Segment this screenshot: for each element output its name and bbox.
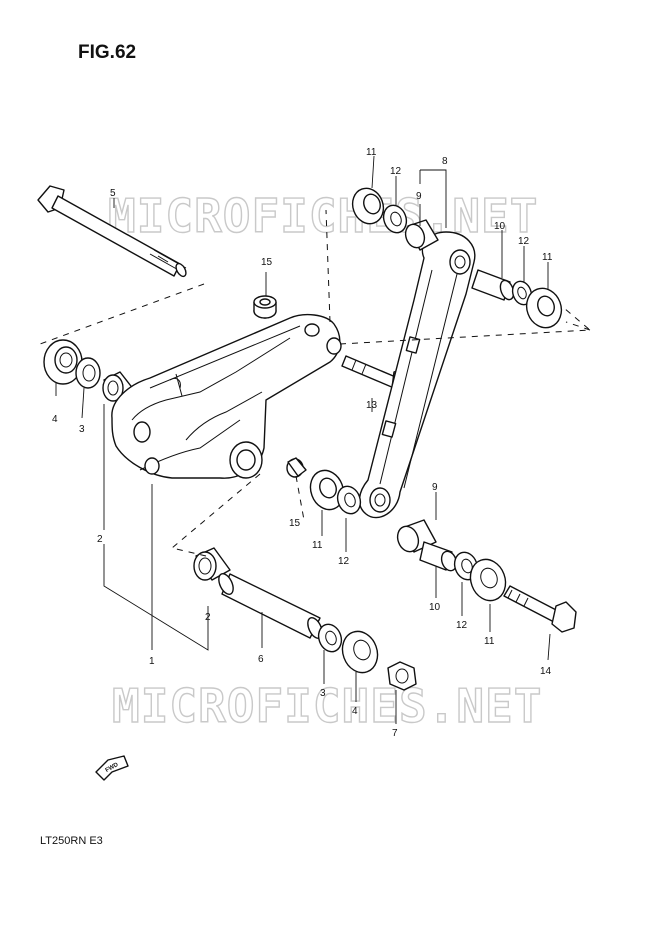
callout-3-lower: 3	[320, 688, 326, 699]
washer-3-lower	[317, 623, 343, 653]
callout-11-top-right: 11	[542, 252, 553, 263]
bearing-9-top	[404, 219, 439, 251]
callout-2-left: 2	[97, 534, 103, 545]
callout-11-lower: 11	[484, 636, 495, 647]
washer-12-middle	[336, 485, 362, 515]
callout-13: 13	[366, 400, 378, 411]
sleeve-6	[218, 573, 323, 639]
spacer-10-top	[471, 269, 515, 301]
watermark-top: MICROFICHES.NET	[108, 189, 538, 243]
model-label: LT250RN E3	[40, 835, 103, 847]
callout-15-lower: 15	[289, 518, 301, 529]
callout-12-top-right: 12	[518, 236, 530, 247]
callout-11-top: 11	[366, 147, 377, 158]
watermark-bottom: MICROFICHES.NET	[112, 679, 542, 733]
seal-11-middle	[309, 469, 345, 511]
callout-2-lower: 2	[205, 612, 211, 623]
callout-9-lower: 9	[432, 482, 438, 493]
callout-6: 6	[258, 654, 264, 665]
bolt-14	[503, 585, 577, 633]
callout-15-upper: 15	[261, 257, 273, 268]
washer-12-top	[382, 204, 408, 234]
cushion-lever-1	[111, 313, 342, 479]
callout-8: 8	[442, 156, 448, 167]
callout-12-top: 12	[390, 166, 402, 177]
callout-10-top: 10	[494, 221, 506, 232]
callout-14: 14	[540, 666, 552, 677]
washer-3-upper	[75, 357, 101, 389]
collar-15-upper	[253, 295, 277, 319]
callout-11-middle: 11	[312, 540, 323, 551]
seal-4-upper	[43, 339, 83, 385]
seal-11-lower	[469, 558, 507, 602]
callout-9-top: 9	[416, 191, 422, 202]
callout-5: 5	[110, 188, 116, 199]
nut-7	[387, 661, 417, 691]
collar-15-lower	[286, 457, 307, 478]
fwd-arrow-icon: FWD	[95, 755, 129, 781]
callout-12-lower: 12	[456, 620, 468, 631]
washer-12-top-right	[511, 280, 533, 306]
callout-3-upper: 3	[79, 424, 85, 435]
callout-12-middle: 12	[338, 556, 350, 567]
seal-11-top-right	[525, 287, 563, 329]
callout-1: 1	[149, 656, 155, 667]
bolt-5	[37, 185, 187, 278]
spacer-10-lower	[419, 541, 458, 572]
figure-title: FIG.62	[78, 42, 136, 63]
callout-7: 7	[392, 728, 398, 739]
seal-4-lower	[341, 630, 379, 674]
callout-10-lower: 10	[429, 602, 441, 613]
callout-4-upper: 4	[52, 414, 58, 425]
callout-4-lower: 4	[352, 706, 358, 717]
seal-11-top	[351, 187, 385, 225]
